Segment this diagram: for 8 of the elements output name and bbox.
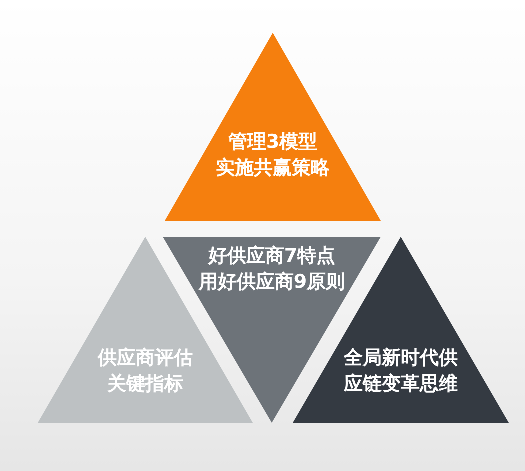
panel-text: 关键指标 — [108, 372, 184, 397]
panel-text: 实施共赢策略 — [216, 156, 330, 181]
panel-text: 应链变革思维 — [344, 372, 458, 397]
panel-text: 用好供应商9原则 — [198, 270, 346, 295]
panel-text: 供应商评估 — [98, 346, 193, 371]
panel-text: 管理3模型 — [228, 130, 318, 155]
panel-text: 好供应商7特点 — [208, 244, 336, 269]
panel-text: 全局新时代供 — [344, 346, 458, 371]
